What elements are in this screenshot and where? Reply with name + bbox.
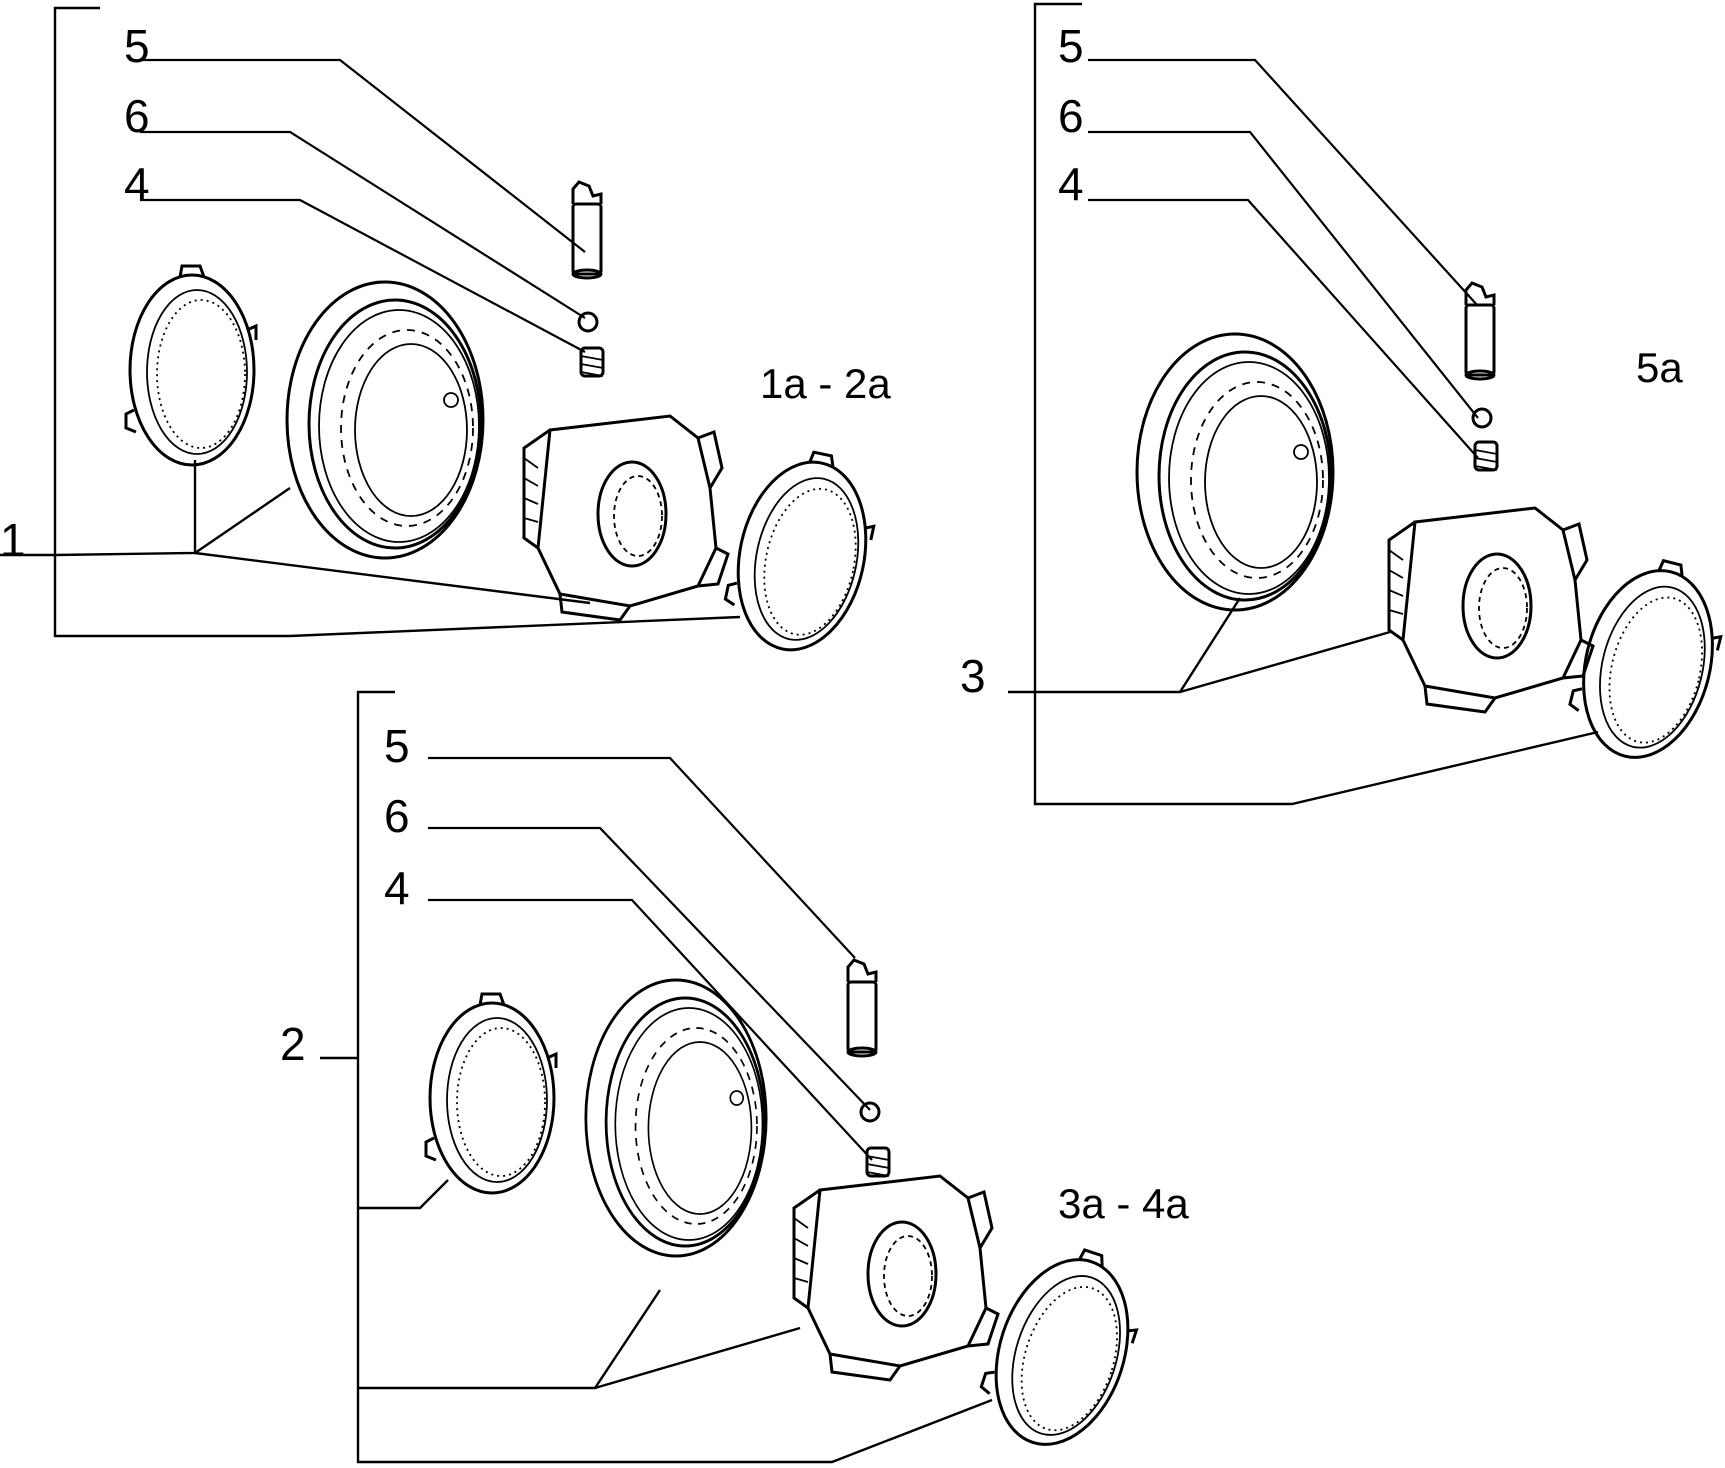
assembly-number-2: 2 — [280, 1018, 306, 1070]
part-number-4: 4 — [384, 862, 410, 914]
assembly-1a-2a: 5 6 4 1 1a - 2a — [0, 6, 891, 664]
part-number-6: 6 — [384, 790, 410, 842]
part-number-5: 5 — [384, 720, 410, 772]
gear-label-5a: 5a — [1636, 344, 1683, 391]
part-number-4: 4 — [124, 158, 150, 210]
assembly-number-1: 1 — [0, 514, 26, 566]
assembly-number-3: 3 — [960, 650, 986, 702]
gear-label-3a-4a: 3a - 4a — [1058, 1180, 1189, 1227]
part-number-4: 4 — [1058, 158, 1084, 210]
part-number-6: 6 — [1058, 90, 1084, 142]
part-number-5: 5 — [1058, 20, 1084, 72]
part-number-5: 5 — [124, 20, 150, 72]
assembly-3a-4a: 5 6 4 2 3a - 4a — [280, 690, 1189, 1464]
gear-label-1a-2a: 1a - 2a — [760, 360, 891, 407]
part-number-6: 6 — [124, 90, 150, 142]
assembly-5a: 5 6 4 3 5a — [960, 2, 1725, 806]
